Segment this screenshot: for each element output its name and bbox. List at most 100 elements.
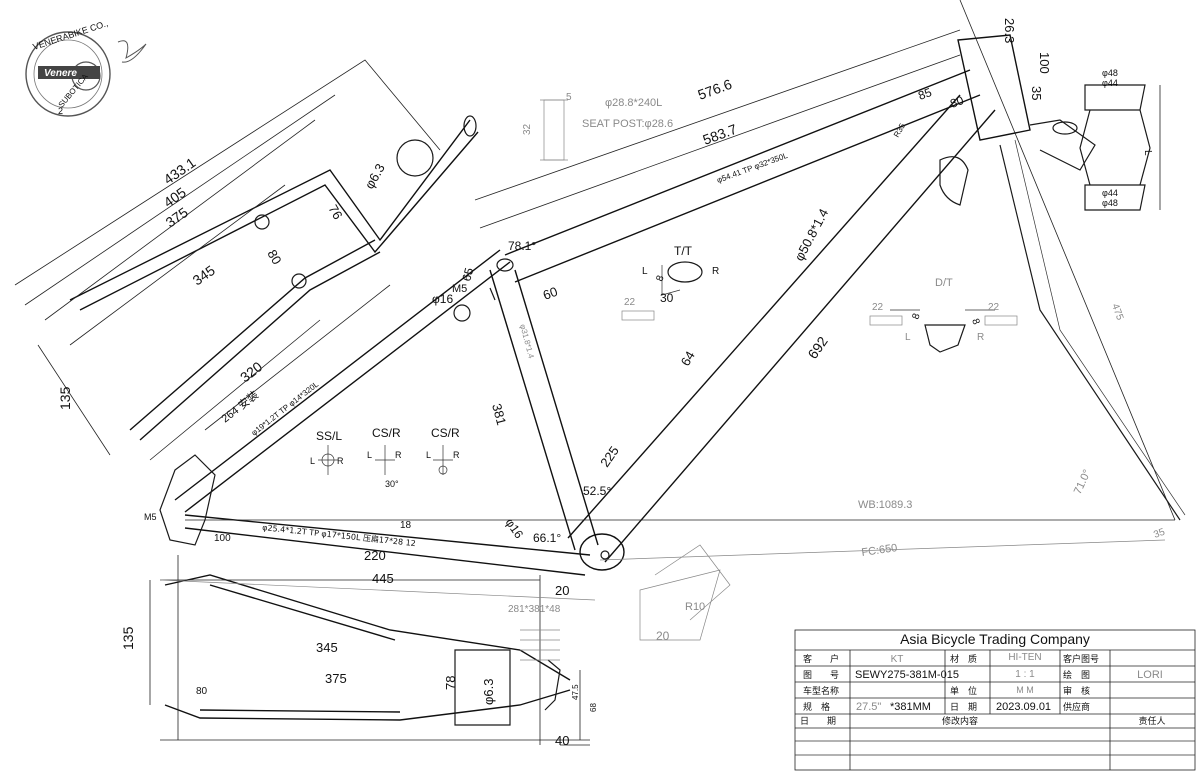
- drawing-no-value: SEWY275-381M-015: [855, 669, 959, 681]
- dim-32: 32: [522, 123, 533, 135]
- dim-35: 35: [1029, 86, 1044, 100]
- seatstay-detail: [14, 59, 496, 461]
- material-label: 材 质: [950, 653, 977, 665]
- section-dt-l: L: [905, 332, 911, 343]
- dim-100: 100: [1037, 52, 1052, 74]
- section-tt: T/T: [674, 244, 693, 258]
- revision-content-label: 修改内容: [942, 715, 978, 727]
- head-tube-spec: R35: [892, 121, 907, 139]
- dim-78: 78: [443, 676, 458, 690]
- seat-post-spec: SEAT POST:φ28.6: [582, 118, 673, 130]
- stamp-line1: VENERABIKE CO.,: [32, 18, 110, 52]
- dim-60: 60: [541, 284, 560, 303]
- seat-stay-spec: φ19*1.2T TP φ14*320L: [250, 379, 321, 437]
- dim-320: 320: [237, 358, 265, 385]
- dim-583-7: 583.7: [701, 121, 740, 148]
- unit-label: 单 位: [950, 685, 977, 697]
- section-dt: D/T: [935, 277, 953, 289]
- dim-phi-48b: φ48: [1102, 198, 1118, 208]
- dim-135: 135: [57, 386, 73, 410]
- section-csr2-r: R: [453, 450, 460, 460]
- dim-phi-6-3: φ6.3: [362, 161, 388, 191]
- dim-576-6: 576.6: [696, 76, 735, 103]
- geometry-lines: [159, 0, 1176, 641]
- customer-label: 客 户: [803, 653, 839, 665]
- dim-8c: 8: [969, 317, 981, 326]
- cross-sections: [318, 84, 1161, 475]
- dim-445: 445: [372, 571, 394, 586]
- revision-date-label: 日 期: [800, 716, 836, 727]
- dim-phi-16a: φ16: [432, 292, 453, 306]
- dim-85: 85: [916, 85, 934, 103]
- company-stamp: VENERABIKE CO., Venere SUBOTICA 2: [25, 18, 147, 117]
- dim-8a: 8: [654, 274, 666, 283]
- dim-692: 692: [804, 333, 831, 361]
- dim-375b: 375: [325, 671, 347, 686]
- dim-381: 381: [489, 402, 509, 427]
- dim-22a: 22: [624, 297, 636, 308]
- dim-35b: 35: [1152, 527, 1167, 541]
- signature-mark: [117, 40, 147, 63]
- dim-220: 220: [364, 548, 386, 563]
- review-label: 审 核: [1063, 685, 1090, 697]
- dim-66-1: 66.1°: [533, 531, 561, 545]
- dim-phi-44b: φ44: [1102, 188, 1118, 198]
- date-label: 日 期: [950, 702, 977, 713]
- dim-l: L: [1142, 150, 1153, 156]
- model-label: 车型名称: [803, 685, 839, 697]
- dim-100b: 100: [214, 533, 231, 544]
- spec-value-size-mm: *381MM: [890, 701, 931, 713]
- dim-64: 64: [678, 348, 698, 368]
- section-csr2-l: L: [426, 450, 431, 460]
- dim-80c: 80: [196, 686, 208, 697]
- m5-label-a: M5: [452, 283, 467, 295]
- company-name: Asia Bicycle Trading Company: [900, 631, 1090, 647]
- dim-30-deg: 30°: [385, 479, 399, 489]
- drawn-label: 绘 图: [1063, 669, 1090, 681]
- dim-30: 30: [660, 291, 674, 305]
- section-csr-2: CS/R: [431, 426, 460, 440]
- section-tt-r: R: [712, 266, 719, 277]
- dim-405: 405: [161, 184, 189, 211]
- dim-135b: 135: [120, 626, 136, 650]
- spec-value-size: 27.5": [856, 701, 881, 713]
- dim-71-0: 71.0°: [1072, 468, 1094, 496]
- dim-26-3: 26.3: [1002, 18, 1017, 43]
- customer-value: KT: [891, 654, 904, 665]
- date-value: 2023.09.01: [996, 701, 1051, 713]
- supplier-label: 供应商: [1063, 701, 1090, 713]
- dim-phi-44a: φ44: [1102, 78, 1118, 88]
- revision-owner-label: 责任人: [1138, 715, 1165, 727]
- title-block: Asia Bicycle Trading Company 客 户 KT 材 质 …: [794, 629, 1196, 771]
- unit-value: M M: [1016, 685, 1034, 695]
- dim-20a: 20: [555, 583, 569, 598]
- dim-65: 65: [459, 266, 476, 283]
- section-labels: T/T L R D/T L R SS/L CS/R CS/R L R L R L…: [310, 244, 984, 466]
- section-ssl-l: L: [310, 456, 315, 466]
- dim-78-1: 78.1°: [508, 239, 536, 253]
- dim-8b: 8: [910, 312, 922, 321]
- stamp-line2: Venere: [44, 68, 77, 79]
- section-csr1-r: R: [395, 450, 402, 460]
- dim-68: 68: [589, 703, 598, 712]
- dim-phi-16b: φ16: [503, 516, 527, 542]
- down-tube-spec: φ50.8*1.4: [791, 206, 831, 263]
- front-center-label: FC:650: [861, 542, 898, 559]
- section-dt-r: R: [977, 332, 984, 343]
- drawn-value: LORI: [1137, 669, 1163, 681]
- dim-475: 475: [1109, 302, 1125, 322]
- dim-phi-6-3b: φ6.3: [481, 678, 496, 705]
- m5-label-b: M5: [144, 512, 157, 522]
- dim-345: 345: [190, 262, 218, 289]
- material-value: HI-TEN: [1008, 652, 1041, 663]
- dim-40: 40: [555, 733, 569, 748]
- dim-225: 225: [597, 443, 622, 469]
- dim-22c: 22: [988, 302, 1000, 313]
- scale-value: 1 : 1: [1015, 669, 1035, 680]
- dim-52-5: 52.5°: [583, 484, 611, 498]
- dim-47-5: 47.5: [571, 684, 580, 700]
- dim-5: 5: [566, 92, 572, 103]
- dim-22b: 22: [872, 302, 884, 313]
- dim-433-1: 433.1: [161, 154, 199, 187]
